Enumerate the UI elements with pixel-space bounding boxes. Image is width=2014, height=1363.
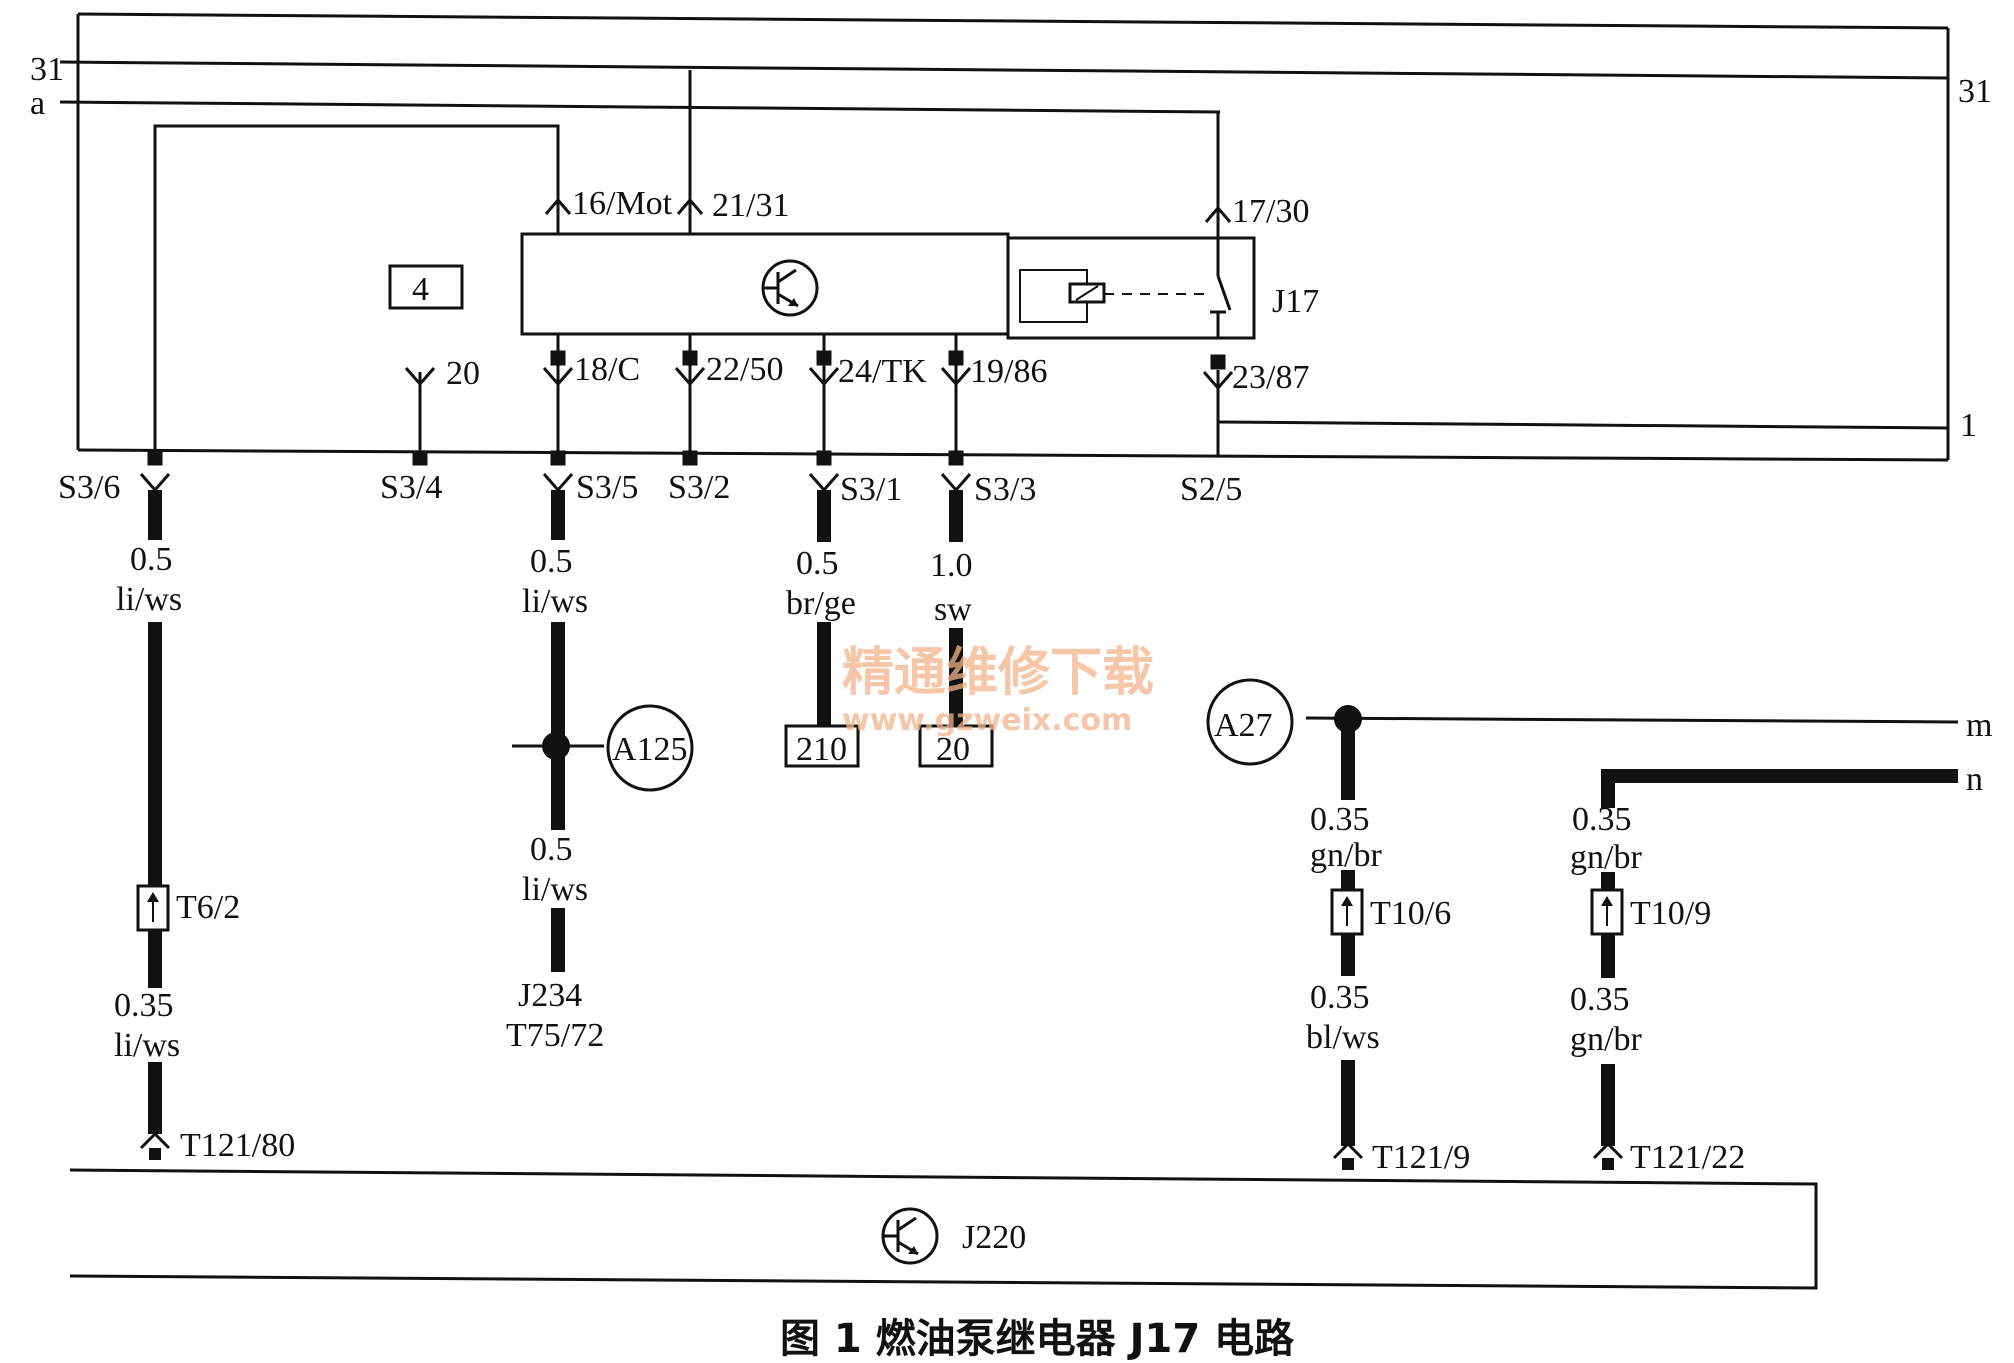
pin-22-50: 22/50: [706, 351, 783, 388]
wire-2-size-b: 0.5: [530, 831, 573, 868]
splice-a125-icon: [606, 704, 694, 792]
relay-top-pins: [544, 197, 1232, 238]
wire-1-color-b: li/ws: [114, 1027, 180, 1064]
relay-coil-icon: [1019, 269, 1208, 323]
wire-6: [1590, 769, 1958, 1170]
wire-6-color-b: gn/br: [1570, 1021, 1642, 1058]
wire-3: [784, 490, 860, 768]
connector-s3-1: S3/1: [840, 471, 902, 508]
bus-label-n: n: [1966, 761, 1983, 798]
wire-5-size-b: 0.35: [1310, 979, 1370, 1016]
watermark-url: www.gzweix.com: [842, 703, 1132, 738]
wire-1-size-b: 0.35: [114, 987, 174, 1024]
relay-j17: J17: [520, 232, 1319, 340]
wire-2-color-a: li/ws: [522, 583, 588, 620]
connector-s3-6: S3/6: [58, 469, 120, 506]
splice-a125-dot: [542, 732, 570, 760]
connector-s3-5: S3/5: [576, 469, 638, 506]
watermark-title: 精通维修下载: [842, 643, 1154, 703]
ref-box-20: [918, 724, 994, 768]
relay-bottom-pins: [404, 334, 1234, 456]
wire-1-color-a: li/ws: [116, 581, 182, 618]
wire-5-color-a: gn/br: [1310, 837, 1382, 874]
connector-s2-5: S2/5: [1180, 471, 1242, 508]
pin-23-87: 23/87: [1232, 359, 1309, 396]
wire-1: [136, 490, 171, 1160]
pin-24-tk: 24/TK: [838, 353, 927, 390]
transistor-icon: [761, 259, 819, 317]
pin-17-30: 17/30: [1232, 193, 1309, 230]
splice-a27-icon: [1206, 678, 1294, 766]
wire-5-connector: T10/6: [1370, 895, 1451, 932]
wire-s36-to-16mot: [153, 124, 560, 456]
bus-label-31-right: 31: [1958, 73, 1992, 110]
bus-a: [59, 100, 1221, 114]
splice-a27: [1206, 678, 1959, 766]
bus-label-m: m: [1966, 707, 1992, 744]
wire-1-size-a: 0.5: [130, 541, 173, 578]
location-box-4-label: 4: [412, 271, 429, 308]
transistor-icon: [881, 1207, 939, 1265]
pin-21-31: 21/31: [712, 187, 789, 224]
wire-6-size-a: 0.35: [1572, 801, 1632, 838]
relay-contact-icon: [1210, 238, 1232, 338]
wire-5: [1330, 720, 1364, 1170]
connector-s3-4: S3/4: [380, 469, 442, 506]
wire-2-color-b: li/ws: [522, 871, 588, 908]
wire-5-size-a: 0.35: [1310, 801, 1370, 838]
ref-box-210-label: 210: [796, 731, 847, 768]
wire-6-color-a: gn/br: [1570, 839, 1642, 876]
relay-carrier-frame: [76, 12, 1950, 462]
wire-3-size: 0.5: [796, 545, 839, 582]
connector-s3-2: S3/2: [668, 469, 730, 506]
wire-4-size: 1.0: [930, 547, 973, 584]
wire-5-end: T121/9: [1372, 1139, 1470, 1176]
wire-5-color-b: bl/ws: [1306, 1019, 1380, 1056]
figure-caption: 图 1 燃油泵继电器 J17 电路: [780, 1316, 1295, 1362]
splice-a27-label: A27: [1214, 707, 1273, 744]
bus-1: [1217, 420, 1949, 430]
splice-a125-label: A125: [612, 731, 688, 768]
location-box-4: [388, 264, 464, 310]
relay-name: J17: [1272, 283, 1319, 320]
pin-16-mot: 16/Mot: [572, 185, 673, 222]
bus-31: [59, 60, 1949, 80]
wire-6-connector: T10/9: [1630, 895, 1711, 932]
wire-4: [918, 490, 994, 768]
wire-2-end-b: T75/72: [506, 1017, 604, 1054]
connector-s3-3: S3/3: [974, 471, 1036, 508]
wire-2-end-a: J234: [518, 977, 582, 1014]
bus-label-a: a: [30, 85, 45, 122]
wire-1-end: T121/80: [180, 1127, 295, 1164]
wire-1-connector: T6/2: [176, 889, 240, 926]
ref-box-20-label: 20: [936, 731, 970, 768]
pin-20: 20: [446, 355, 480, 392]
ref-box-210: [784, 724, 860, 768]
wire-4-color: sw: [934, 591, 972, 628]
bus-label-1: 1: [1960, 407, 1977, 444]
wire-6-end: T121/22: [1630, 1139, 1745, 1176]
wire-2: [512, 490, 694, 972]
pin-19-86: 19/86: [970, 353, 1047, 390]
wire-6-size-b: 0.35: [1570, 981, 1630, 1018]
bus-label-31-left: 31: [30, 51, 64, 88]
pin-18-c: 18/C: [574, 351, 640, 388]
wire-2-size-a: 0.5: [530, 543, 573, 580]
ecu-j220: J220: [69, 1168, 1818, 1290]
ecu-name: J220: [962, 1219, 1026, 1256]
wire-3-color: br/ge: [786, 585, 856, 622]
